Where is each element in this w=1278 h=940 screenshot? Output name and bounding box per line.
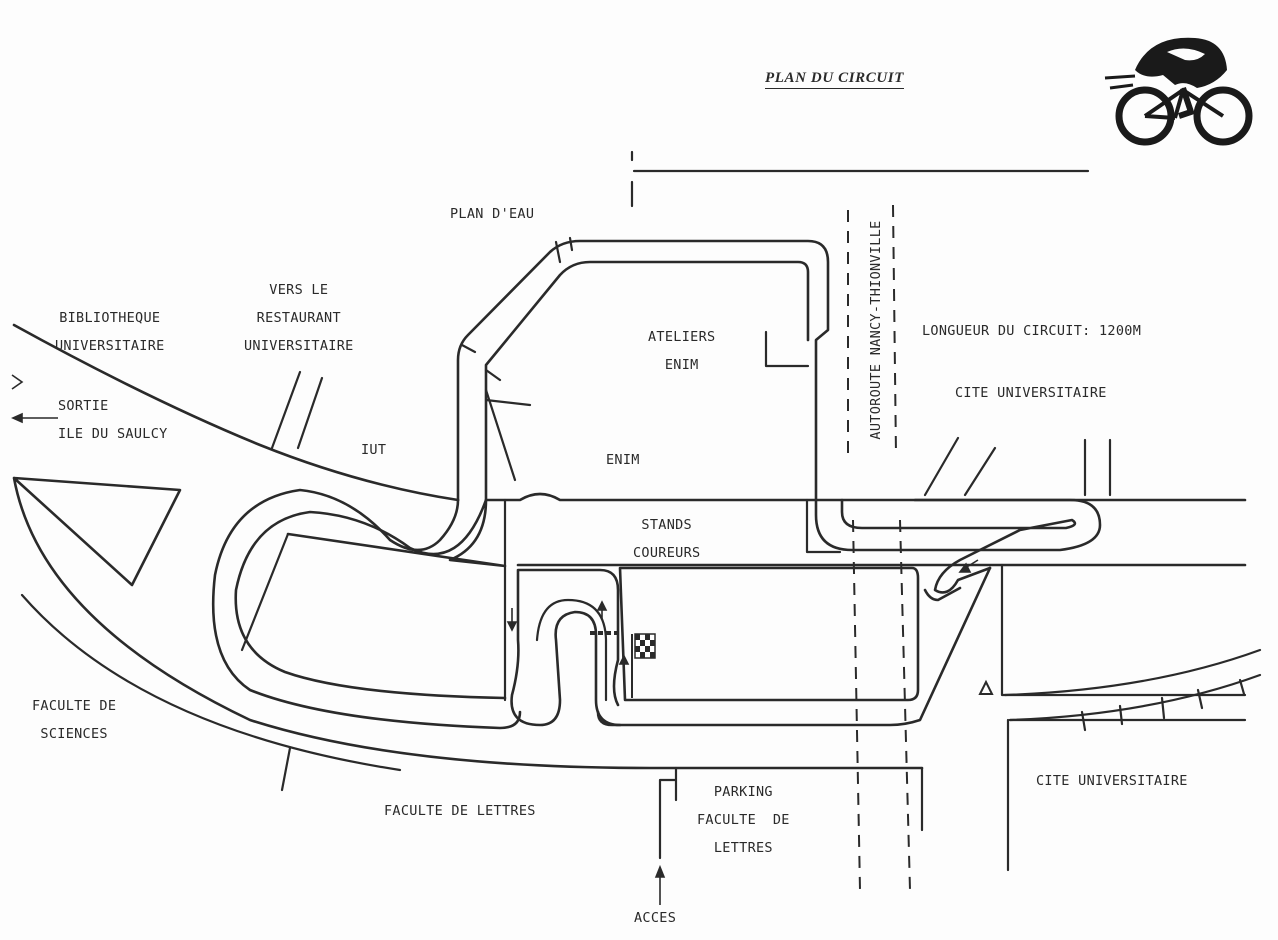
checkered-flag-icon [631,633,656,698]
label-iut: IUT [361,442,387,458]
arrow-icon [11,374,979,905]
cyclist-logo-icon [1104,37,1253,146]
label-parking: PARKING FACULTE DE LETTRES [697,784,790,856]
label-cite-bottom: CITE UNIVERSITAIRE [1036,773,1188,789]
motorway-line-right [892,204,911,891]
label-faculte-sciences: FACULTE DE SCIENCES [32,698,117,742]
west-loop-outer [211,488,522,730]
enim-block-lines [484,330,810,482]
circuit-inner-edge [484,260,810,502]
label-motorway: AUTOROUTE NANCY-THIONVILLE [868,220,884,440]
east-roads [923,436,1247,872]
finish-rectangle [618,566,920,702]
east-hairpin [840,498,1077,594]
label-restaurant: VERS LE RESTAURANT UNIVERSITAIRE [244,282,354,354]
label-bibliotheque: BIBLIOTHEQUE UNIVERSITAIRE [55,310,165,354]
east-ticks [1080,678,1246,732]
map-title: PLAN DU CIRCUIT [765,70,905,89]
stands-rect [503,498,842,702]
east-return [596,566,992,727]
side-roads-south [280,746,924,860]
label-stands: STANDS COUREURS [633,517,701,561]
boulevard-south [12,476,924,770]
label-acces: ACCES [634,910,677,926]
circuit-outer-edge [456,239,1102,552]
label-faculte-lettres: FACULTE DE LETTRES [384,803,536,819]
plan-eau-ticks [460,236,574,354]
west-block [240,532,290,652]
triangle-marker-icon [978,679,994,695]
stands-road-top [484,492,1247,502]
label-ateliers: ATELIERS ENIM [648,329,716,373]
boulevard-south-edge [20,593,402,772]
boulevard-north [12,323,460,502]
label-sortie: SORTIE ILE DU SAULCY [58,398,168,442]
label-circuit-length: LONGUEUR DU CIRCUIT: 1200M [922,323,1142,339]
u-turn-outer [510,568,622,727]
east-arc [1003,648,1262,722]
side-roads-north [270,370,324,450]
west-loop-inner [234,498,507,700]
u-turn-inner [535,598,608,702]
label-cite-top: CITE UNIVERSITAIRE [955,385,1107,401]
label-enim: ENIM [606,452,640,468]
label-plan-eau: PLAN D'EAU [450,206,535,222]
